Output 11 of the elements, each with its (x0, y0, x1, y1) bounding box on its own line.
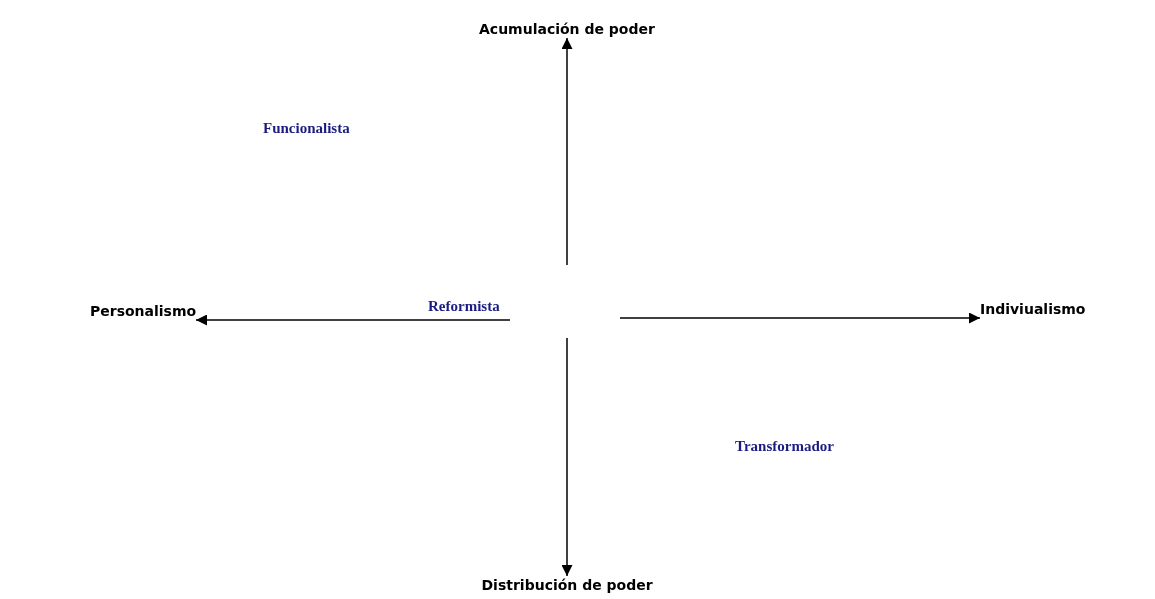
arrow (195, 314, 511, 326)
axis-label: Acumulación de poder (479, 20, 655, 38)
axis-label: Distribución de poder (481, 576, 653, 594)
quadrant-label: Funcionalista (263, 119, 350, 137)
quadrant-label: Reformista (428, 297, 500, 315)
axis-label: Personalismo (90, 302, 197, 320)
arrow (619, 312, 981, 324)
arrow (561, 37, 573, 266)
quadrant-label: Transformador (735, 437, 834, 455)
axis-label: Indiviualismo (980, 300, 1086, 318)
arrow (561, 337, 573, 577)
